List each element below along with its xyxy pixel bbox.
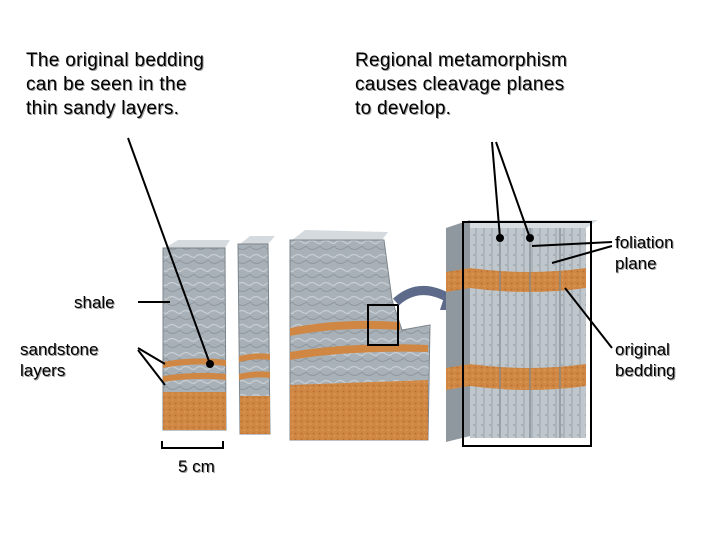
leader-bedding xyxy=(564,287,613,349)
caption-original-bedding: The original bedding can be seen in the … xyxy=(26,50,205,119)
detail-box xyxy=(367,304,399,346)
leader-dot xyxy=(496,234,504,242)
sandstone-band xyxy=(446,364,586,390)
sandstone-band xyxy=(290,320,400,336)
sandstone-band xyxy=(446,268,586,292)
sandstone-band xyxy=(290,344,428,360)
leader-sandstone-2 xyxy=(137,349,166,386)
scale-bar xyxy=(161,441,224,449)
leader-cleavage-1 xyxy=(491,141,501,239)
caption-regional-metamorphism: Regional metamorphism causes cleavage pl… xyxy=(355,50,568,119)
shale-slab-left xyxy=(162,240,230,431)
leader-original-bedding xyxy=(127,137,211,365)
leader-foliation-2 xyxy=(551,245,613,264)
label-original-bedding: original bedding xyxy=(615,340,676,380)
sandstone-band xyxy=(163,372,226,382)
leader-foliation-1 xyxy=(531,241,613,247)
shale-slab-middle xyxy=(237,236,275,435)
leader-sandstone-1 xyxy=(137,347,166,365)
label-foliation-plane: foliation plane xyxy=(615,233,674,273)
leader-dot xyxy=(206,360,214,368)
label-sandstone-layers: sandstone layers xyxy=(20,340,99,380)
label-scale: 5 cm xyxy=(178,457,215,476)
leader-dot xyxy=(526,234,534,242)
enlarged-frame xyxy=(462,221,592,447)
sandstone-band xyxy=(239,371,270,380)
label-shale: shale xyxy=(74,293,115,312)
sandstone-band xyxy=(239,353,270,362)
metamorphic-block xyxy=(446,220,598,447)
shale-slab-right xyxy=(289,230,431,441)
leader-cleavage-2 xyxy=(495,141,531,239)
